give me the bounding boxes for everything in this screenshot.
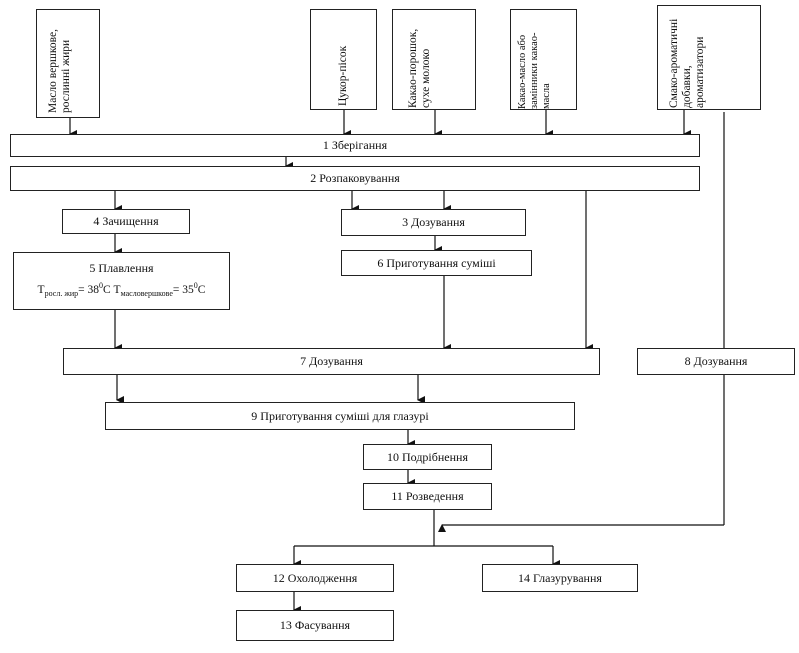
step-unpacking-label: 2 Розпаковування — [310, 171, 400, 185]
temp-deg-2: 0 — [193, 280, 198, 290]
input-sugar-label: Цукор-пісок — [337, 45, 349, 106]
step-melting: 5 Плавлення Тросл. жир= 380С Тмасловершк… — [13, 252, 230, 310]
temp-sub-2: масловершкове — [120, 289, 173, 299]
step-grinding: 10 Подрібнення — [363, 444, 492, 470]
step-dosing-8: 8 Дозування — [637, 348, 795, 375]
input-cocoa: Какао-порошок, сухе молоко — [392, 9, 476, 110]
step-cleaning-label: 4 Зачищення — [93, 214, 159, 228]
step-mix-preparation-label: 6 Приготування суміші — [377, 255, 496, 270]
step-unpacking: 2 Розпаковування — [10, 166, 700, 191]
input-cocoa-butter-label: Какао-масло або замінники какао-масла — [517, 32, 552, 109]
input-cocoa-butter: Какао-масло або замінники какао-масла — [510, 9, 577, 110]
temp-unit-1: С Т — [103, 283, 121, 296]
step-glaze-mix-label: 9 Приготування суміші для глазурі — [251, 408, 429, 423]
step-packaging: 13 Фасування — [236, 610, 394, 641]
input-cocoa-label: Какао-порошок, сухе молоко — [407, 28, 432, 108]
step-melting-temps: Тросл. жир= 380С Тмасловершкове= 350С — [38, 277, 206, 302]
step-melting-title: 5 Плавлення — [89, 260, 154, 275]
input-sugar: Цукор-пісок — [310, 9, 377, 110]
step-storage-label: 1 Зберігання — [322, 138, 388, 152]
step-grinding-label: 10 Подрібнення — [387, 449, 468, 464]
step-glazing-label: 14 Глазурування — [518, 570, 602, 585]
step-cooling-label: 12 Охолодження — [272, 570, 358, 585]
step-dosing-7-label: 7 Дозування — [300, 354, 363, 368]
step-storage: 1 Зберігання — [10, 134, 700, 157]
step-packaging-label: 13 Фасування — [279, 618, 351, 632]
temp-eq-1: = 38 — [78, 283, 100, 296]
step-cooling: 12 Охолодження — [236, 564, 394, 592]
input-flavor: Смако-ароматичні добавки, ароматизатори — [657, 5, 761, 110]
step-dosing-8-label: 8 Дозування — [684, 354, 748, 368]
temp-eq-2: = 35 — [172, 283, 194, 296]
step-dosing-3: 3 Дозування — [341, 209, 526, 236]
temp-sub-1: росл. жир — [44, 289, 79, 299]
input-butter-label: Масло вершкове, рослинні жири — [47, 29, 72, 113]
step-dosing-3-label: 3 Дозування — [402, 215, 465, 229]
step-glaze-mix: 9 Приготування суміші для глазурі — [105, 402, 575, 430]
input-flavor-label: Смако-ароматичні добавки, ароматизатори — [668, 18, 706, 108]
step-dilution: 11 Розведення — [363, 483, 492, 510]
step-glazing: 14 Глазурування — [482, 564, 638, 592]
temp-symbol-1: Т — [37, 283, 45, 296]
step-dilution-label: 11 Розведення — [391, 489, 464, 503]
temp-deg-1: 0 — [99, 280, 104, 290]
step-mix-preparation: 6 Приготування суміші — [341, 250, 532, 276]
step-cleaning: 4 Зачищення — [62, 209, 190, 234]
input-butter: Масло вершкове, рослинні жири — [36, 9, 100, 118]
step-dosing-7: 7 Дозування — [63, 348, 600, 375]
temp-unit-2: С — [197, 283, 206, 296]
